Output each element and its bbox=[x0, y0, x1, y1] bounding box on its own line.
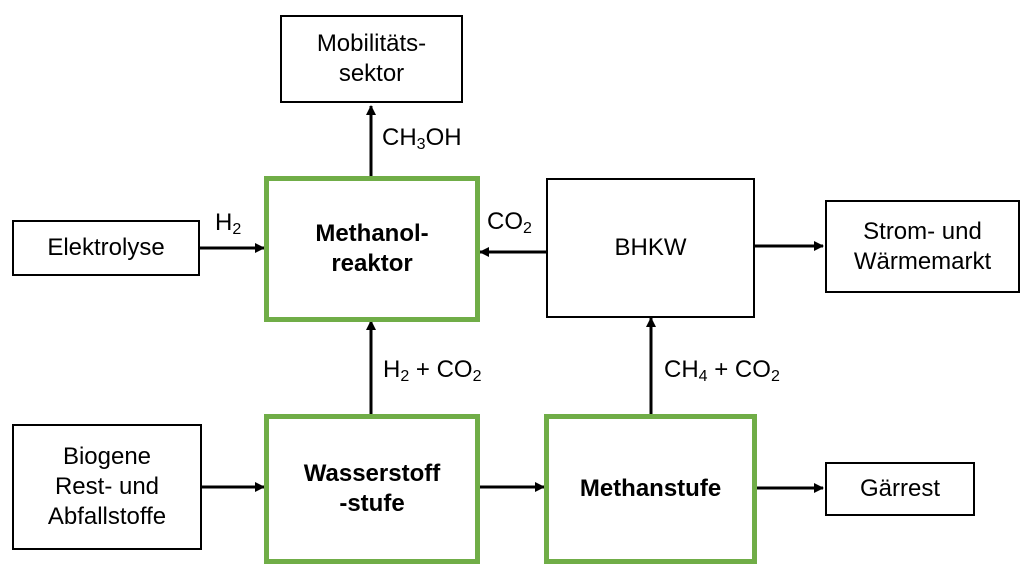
box-bhkw: BHKW bbox=[546, 178, 755, 318]
box-gaerrest: Gärrest bbox=[825, 462, 975, 516]
label-h2-plus-co2: H2 + CO2 bbox=[383, 356, 482, 385]
box-mobilitaetssektor: Mobilitäts- sektor bbox=[280, 15, 463, 103]
label-ch3oh: CH3OH bbox=[382, 124, 462, 153]
box-wasserstoffstufe: Wasserstoff -stufe bbox=[264, 414, 480, 564]
box-methanstufe: Methanstufe bbox=[544, 414, 757, 564]
label-h2: H2 bbox=[215, 209, 242, 238]
label-ch4-plus-co2: CH4 + CO2 bbox=[664, 356, 780, 385]
label-co2: CO2 bbox=[487, 208, 532, 237]
box-biogene-stoffe: Biogene Rest- und Abfallstoffe bbox=[12, 424, 202, 550]
box-strom-waermemarkt: Strom- und Wärmemarkt bbox=[825, 200, 1020, 293]
box-elektrolyse: Elektrolyse bbox=[12, 220, 200, 276]
box-methanolreaktor: Methanol- reaktor bbox=[264, 176, 480, 322]
